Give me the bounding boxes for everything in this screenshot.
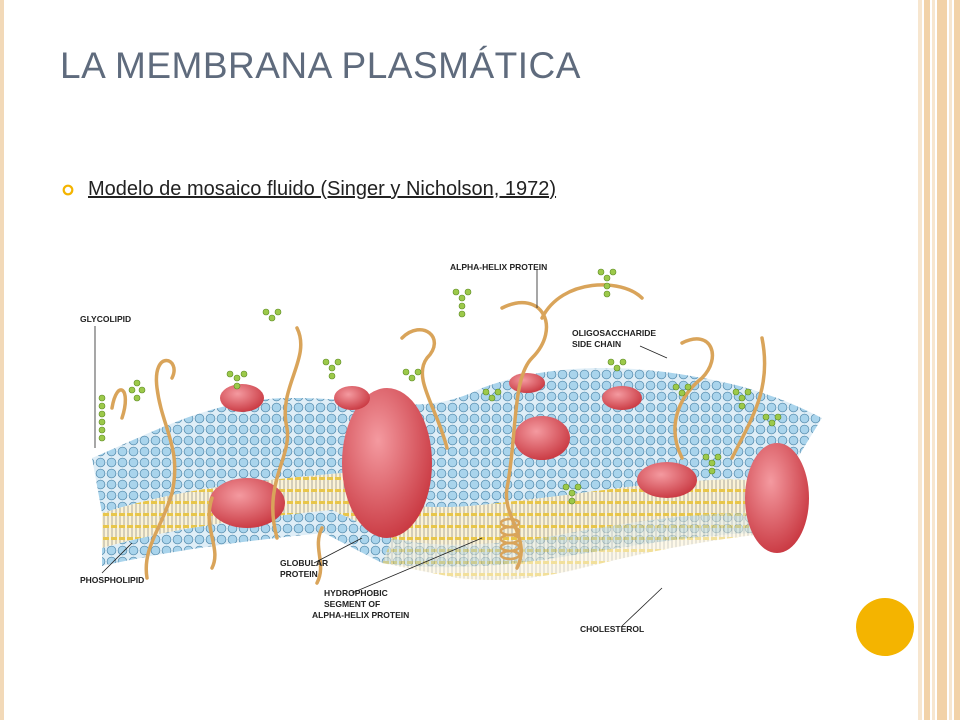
- globular-protein-large: [342, 388, 432, 538]
- right-stripe-5: [949, 0, 952, 720]
- globular-protein-mid: [334, 386, 370, 410]
- right-stripe-4: [937, 0, 947, 720]
- label-hydrophobic-3: ALPHA-HELIX PROTEIN: [312, 610, 409, 620]
- label-glycolipid: GLYCOLIPID: [80, 314, 131, 324]
- decorative-circle: [856, 598, 914, 656]
- label-phospholipid: PHOSPHOLIPID: [80, 575, 144, 585]
- page-title: LA MEMBRANA PLASMÁTICA: [60, 45, 581, 86]
- label-hydrophobic-1: HYDROPHOBIC: [324, 588, 388, 598]
- alpha-helix-proteins: [110, 283, 767, 585]
- globular-protein-right: [637, 462, 697, 498]
- bullet-link[interactable]: Modelo de mosaico fluido (Singer y Nicho…: [88, 178, 557, 200]
- globular-protein-far-right: [745, 443, 809, 553]
- label-cholesterol: CHOLESTEROL: [580, 624, 644, 634]
- ring-bullet-icon: [62, 184, 74, 195]
- right-stripe-6: [954, 0, 960, 720]
- hydrophobic-coil: [499, 517, 521, 561]
- left-border: [0, 0, 4, 720]
- membrane-diagram: ALPHA-HELIX PROTEIN GLYCOLIPID OLIGOSACC…: [80, 262, 822, 634]
- globular-protein-left: [209, 478, 285, 528]
- label-oligosaccharide-2: SIDE CHAIN: [572, 339, 621, 349]
- globular-protein-top-left: [220, 384, 264, 412]
- globular-protein-center: [514, 416, 570, 460]
- membrane-bottom-surface: [102, 510, 777, 568]
- label-globular-1: GLOBULAR: [280, 558, 328, 568]
- label-globular-2: PROTEIN: [280, 569, 318, 579]
- globular-protein-top: [509, 373, 545, 393]
- right-stripe-2: [924, 0, 930, 720]
- label-alpha-helix-protein: ALPHA-HELIX PROTEIN: [450, 262, 547, 272]
- bullet-item: Modelo de mosaico fluido (Singer y Nicho…: [62, 178, 556, 201]
- membrane-front-edge: [382, 479, 782, 580]
- right-stripe-3: [932, 0, 935, 720]
- oligosaccharide-chains: [98, 268, 782, 505]
- label-hydrophobic-2: SEGMENT OF: [324, 599, 380, 609]
- label-oligosaccharide-1: OLIGOSACCHARIDE: [572, 328, 656, 338]
- globular-protein-right-top: [602, 386, 642, 410]
- leader-lines: [94, 270, 668, 627]
- right-stripe-1: [918, 0, 922, 720]
